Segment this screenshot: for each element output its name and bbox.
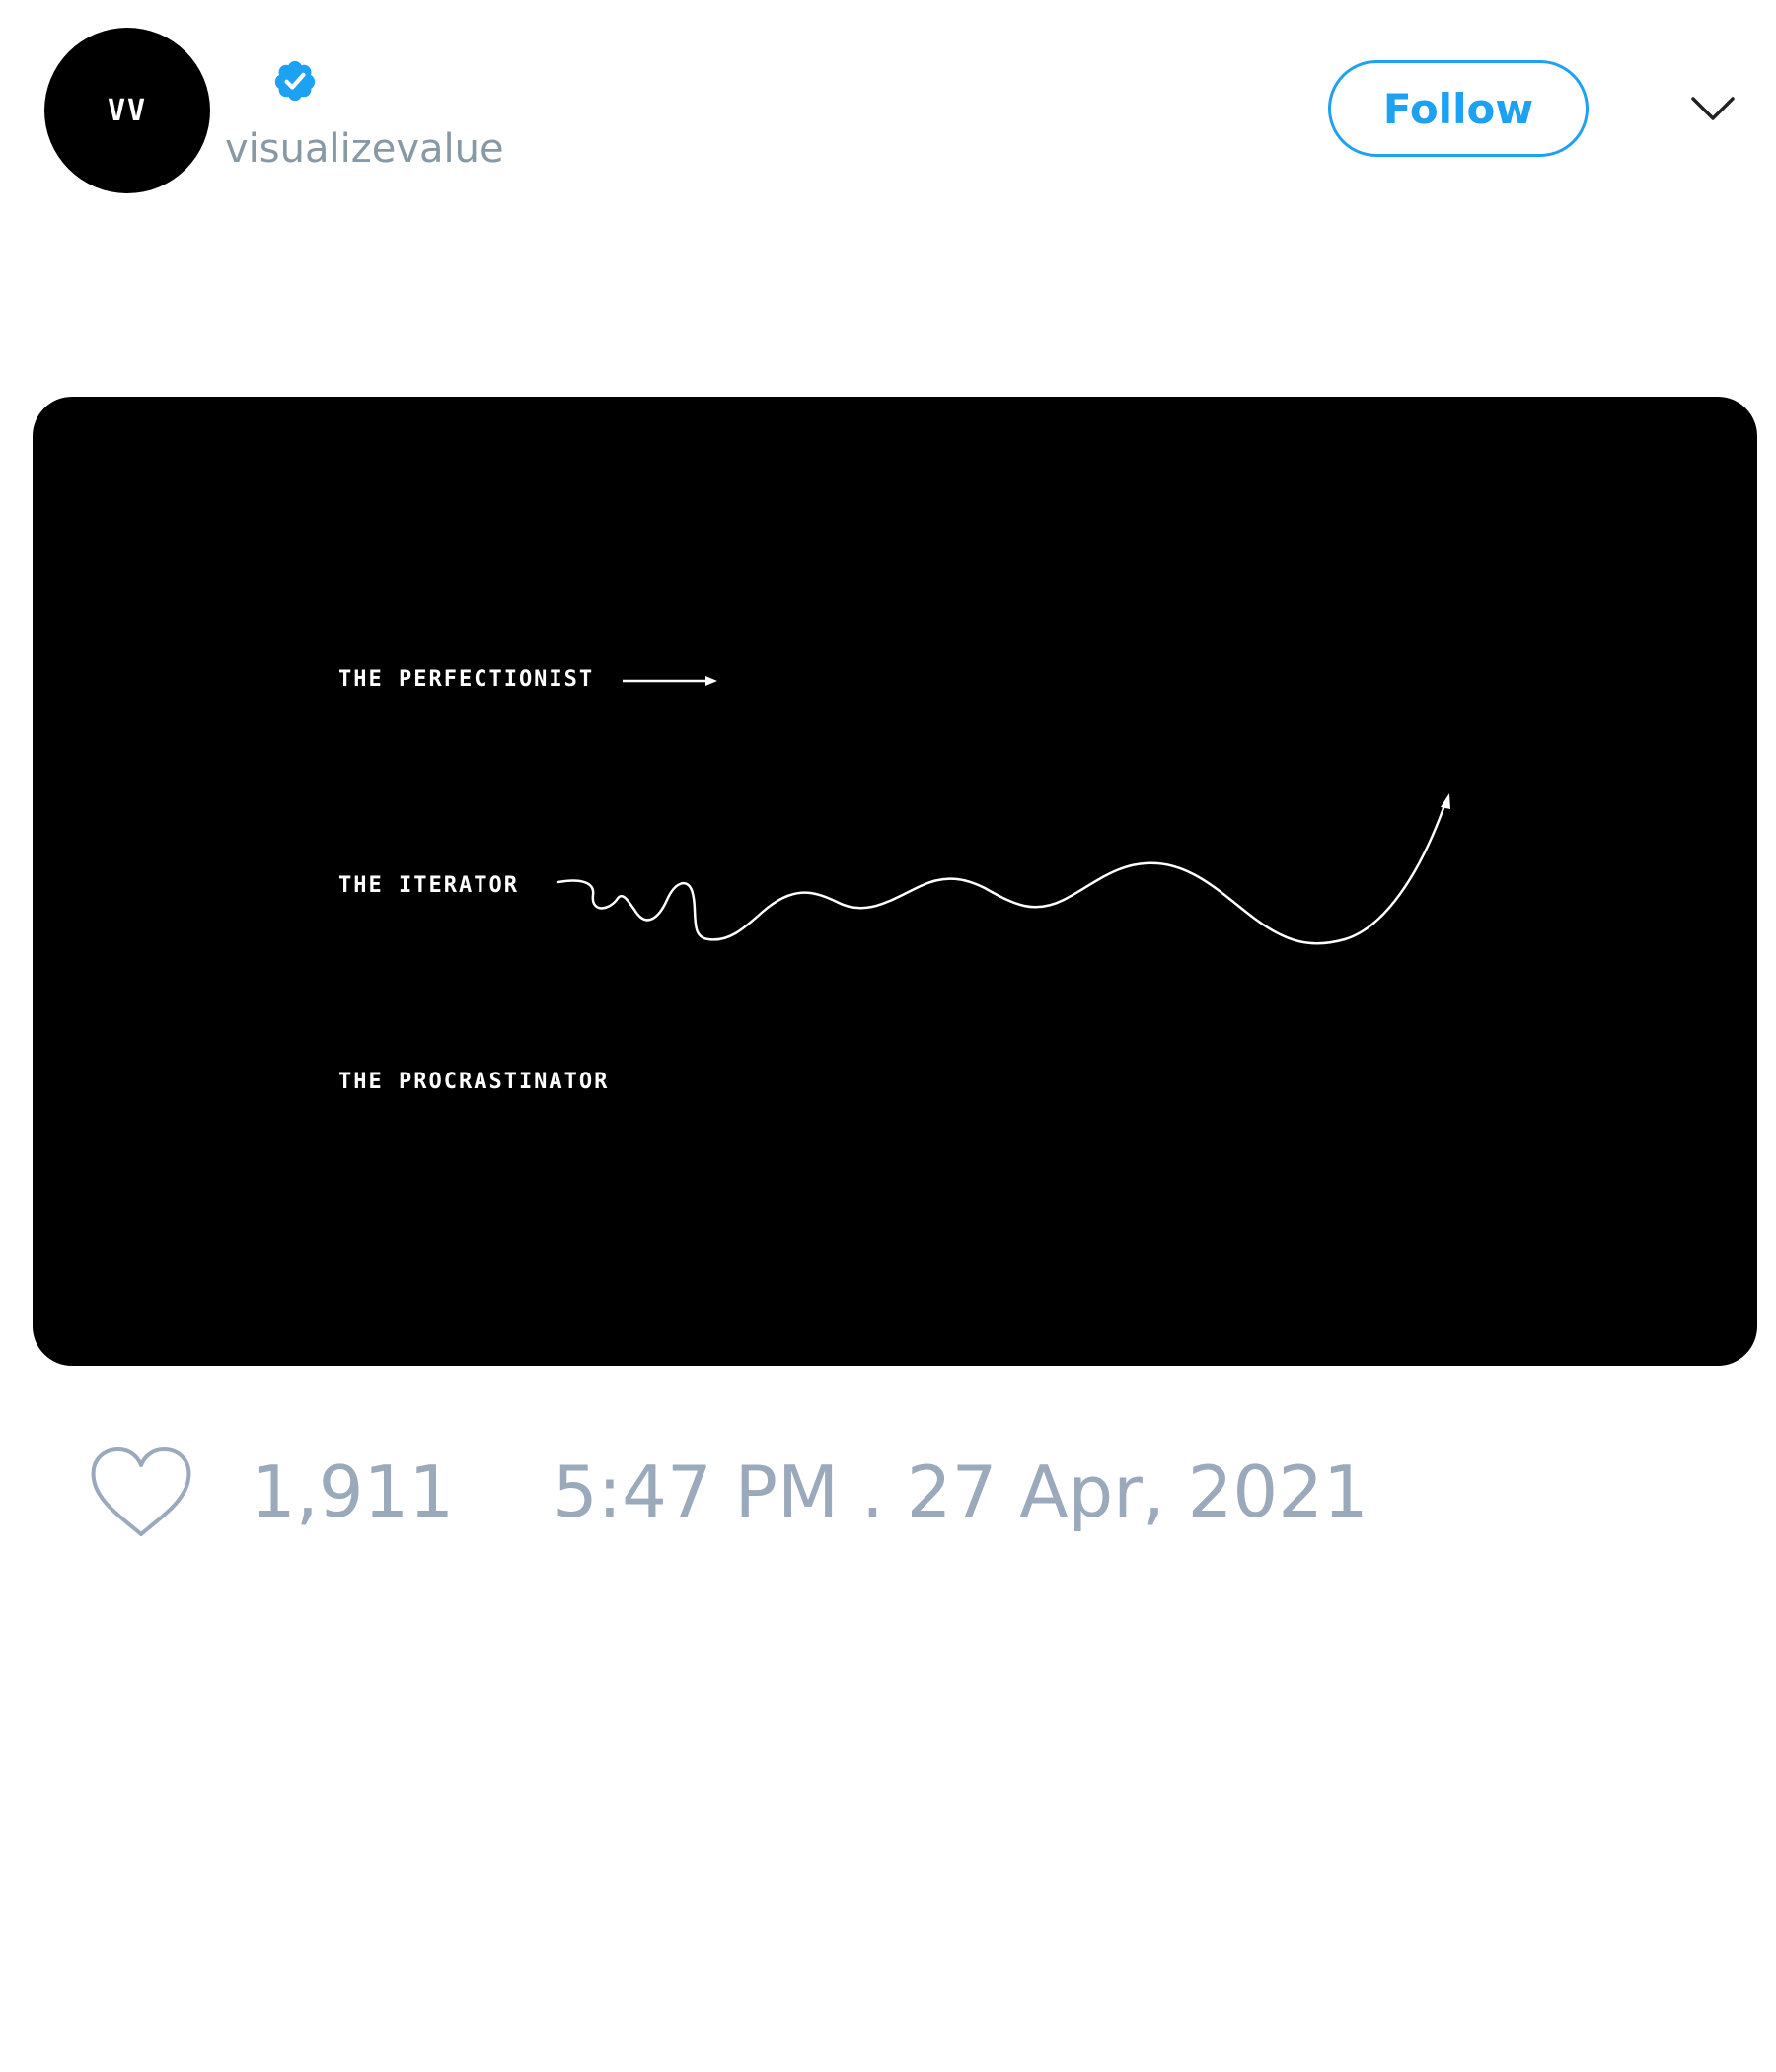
iterator-squiggle xyxy=(556,793,1450,945)
like-count: 1,911 xyxy=(251,1450,455,1533)
tweet-image[interactable]: THE PERFECTIONIST THE ITERATOR THE PROCR… xyxy=(33,397,1757,1366)
label-procrastinator: THE PROCRASTINATOR xyxy=(338,1070,610,1094)
perfectionist-arrow xyxy=(623,676,717,686)
avatar[interactable]: VV xyxy=(44,28,210,193)
heart-icon[interactable] xyxy=(89,1445,193,1540)
timestamp[interactable]: 5:47 PM . 27 Apr, 2021 xyxy=(553,1450,1369,1533)
follow-button[interactable]: Follow xyxy=(1328,60,1589,157)
chevron-down-icon[interactable] xyxy=(1689,93,1737,124)
verified-badge-icon xyxy=(274,60,316,102)
media-illustration xyxy=(556,676,1450,945)
username[interactable]: visualizevalue xyxy=(225,126,504,172)
label-iterator: THE ITERATOR xyxy=(338,873,519,898)
avatar-logo-text: VV xyxy=(107,93,148,128)
label-perfectionist: THE PERFECTIONIST xyxy=(338,667,595,692)
